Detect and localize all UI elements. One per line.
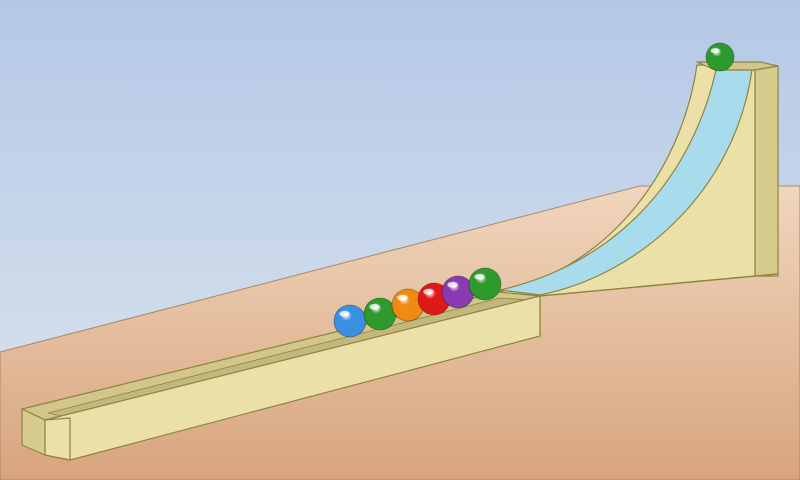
marbles-group bbox=[333, 42, 735, 338]
marble-green bbox=[363, 297, 397, 331]
marble-highlight bbox=[339, 310, 350, 317]
ramp-side-wall bbox=[754, 64, 779, 277]
wooden-track bbox=[21, 61, 779, 461]
marble-highlight bbox=[369, 303, 380, 310]
marble-green-top bbox=[705, 42, 735, 72]
track-end-face-inner bbox=[44, 417, 71, 461]
marble-highlight bbox=[474, 273, 485, 280]
marble-highlight bbox=[710, 48, 720, 54]
marble-blue bbox=[333, 304, 367, 338]
marble-highlight bbox=[423, 288, 434, 295]
marble-green bbox=[468, 267, 502, 301]
marble-highlight bbox=[447, 281, 458, 288]
marble-highlight bbox=[397, 294, 408, 301]
ramp-base-block bbox=[539, 273, 779, 297]
ramp-water-channel bbox=[499, 69, 753, 296]
